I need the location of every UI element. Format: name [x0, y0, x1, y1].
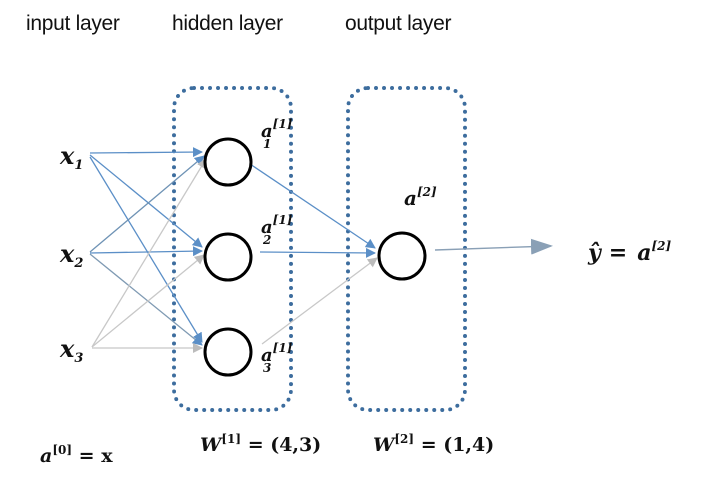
hidden-a3-sub: 3 — [263, 361, 271, 375]
a0-equation: a[0] = x — [40, 443, 113, 467]
edge-x2-h3 — [89, 253, 203, 346]
output-node — [377, 231, 427, 281]
hidden-a3-label: a[1] — [261, 341, 293, 366]
edge-h2-out — [259, 247, 376, 258]
input-hidden-connections — [89, 147, 207, 353]
input-layer-title: input layer — [26, 12, 120, 35]
edge-x3-h1 — [91, 158, 207, 348]
prediction-label: ŷ=a[2] — [587, 239, 672, 266]
w2-equation: W[2] = (1,4) — [373, 432, 495, 456]
input-x3-label: x3 — [59, 334, 83, 366]
edge-x2-h1 — [89, 155, 205, 253]
edge-x3-h2 — [91, 254, 205, 348]
edge-x1-h1 — [89, 147, 203, 158]
input-x1-label: x1 — [59, 141, 83, 173]
edge-x1-h2 — [89, 154, 203, 248]
edge-x1-h3 — [89, 156, 203, 343]
hidden-node-1 — [203, 137, 253, 187]
input-x2-label: x2 — [59, 239, 83, 271]
output-a2-label: a[2] — [404, 185, 437, 210]
hidden-layer-box — [172, 86, 293, 412]
edge-x2-h2 — [89, 246, 203, 257]
hidden-a1-sub: 1 — [263, 137, 271, 151]
edge-h3-out — [261, 257, 378, 345]
edge-h1-out — [249, 163, 376, 249]
output-layer-title: output layer — [345, 12, 452, 35]
hidden-output-connections — [249, 163, 378, 345]
w1-equation: W[1] = (4,3) — [200, 432, 322, 456]
hidden-layer-title: hidden layer — [172, 12, 283, 35]
hidden-a2-label: a[1] — [261, 213, 293, 238]
hidden-node-2 — [203, 232, 253, 282]
hidden-a2-sub: 2 — [262, 233, 271, 247]
hidden-a1-label: a[1] — [261, 117, 293, 142]
hidden-node-3 — [203, 327, 253, 377]
output-arrow — [434, 238, 553, 255]
